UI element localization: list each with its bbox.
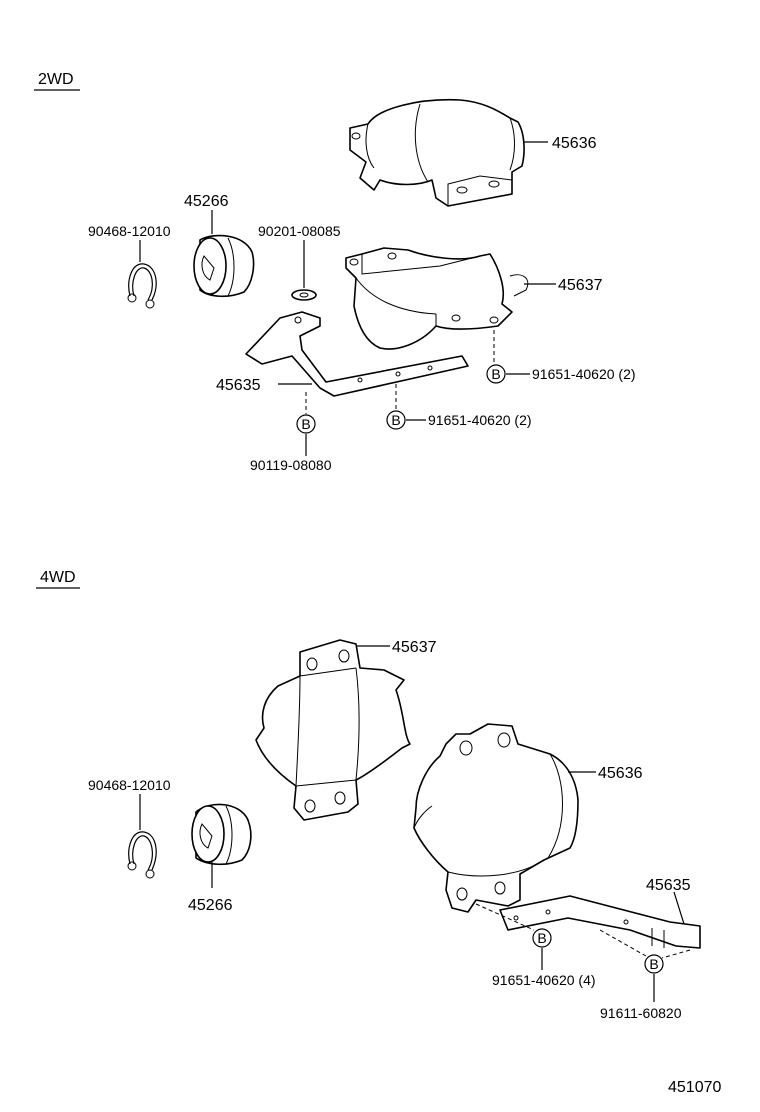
label-clamp-4wd: 90468-12010	[88, 777, 171, 793]
dash-bolt-bracket-4wd	[661, 949, 691, 959]
label-bracket-4wd: 45635	[646, 877, 691, 894]
label-bolt-bracket-4wd: 91611-60820	[600, 1005, 682, 1021]
lower-cover-2wd	[345, 247, 529, 350]
label-lower-cover-2wd: 45637	[558, 277, 603, 294]
bolt-symbol-right-2wd: B	[486, 364, 506, 384]
dash-bolt-bracket-b-4wd	[599, 929, 647, 957]
bracket-2wd	[245, 311, 469, 397]
bushing-4wd	[191, 803, 252, 866]
bolt-symbol-bracket-4wd: B	[644, 954, 664, 974]
label-clamp-2wd: 90468-12010	[88, 223, 171, 239]
label-bracket-2wd: 45635	[216, 377, 261, 394]
upper-cover-4wd	[255, 639, 411, 821]
bracket-4wd	[499, 895, 701, 949]
label-washer-2wd: 90201-08085	[258, 223, 341, 239]
bolt-symbol-cover-4wd: B	[532, 928, 552, 948]
leader-bracket-4wd	[673, 891, 685, 925]
bolt-symbol-left-2wd: B	[296, 414, 316, 434]
lower-cover-4wd	[413, 723, 579, 913]
bolt-letter-left-2wd: B	[301, 416, 310, 432]
bolt-symbol-mid-2wd: B	[386, 410, 406, 430]
washer-2wd	[291, 289, 317, 301]
bolt-letter-right-2wd: B	[491, 366, 500, 382]
section-title-2wd: 2WD	[38, 71, 74, 88]
bolt-letter-mid-2wd: B	[391, 412, 400, 428]
bolt-letter-cover-4wd: B	[537, 930, 546, 946]
label-upper-cover-2wd: 45636	[552, 135, 597, 152]
label-lower-cover-4wd: 45636	[598, 765, 643, 782]
label-bolt-right-2wd: 91651-40620 (2)	[532, 366, 636, 382]
dash-bolt-cover-4wd	[475, 903, 535, 931]
section-2wd: 2WD 45636 90468-12010 45266	[34, 71, 636, 473]
section-4wd: 4WD 45637 45636	[36, 569, 701, 1021]
bolt-letter-bracket-4wd: B	[649, 956, 658, 972]
label-upper-cover-4wd: 45637	[392, 639, 437, 656]
clamp-2wd	[127, 263, 157, 309]
clamp-4wd	[127, 831, 157, 879]
label-bushing-4wd: 45266	[188, 897, 233, 914]
label-bolt-mid-2wd: 91651-40620 (2)	[428, 412, 532, 428]
diagram-id: 451070	[668, 1079, 721, 1096]
label-bolt-cover-4wd: 91651-40620 (4)	[492, 972, 596, 988]
bushing-2wd	[193, 234, 255, 298]
section-title-4wd: 4WD	[40, 569, 76, 586]
label-bolt-left-2wd: 90119-08080	[250, 457, 332, 473]
upper-cover-2wd	[349, 98, 525, 207]
label-bushing-2wd: 45266	[184, 193, 229, 210]
